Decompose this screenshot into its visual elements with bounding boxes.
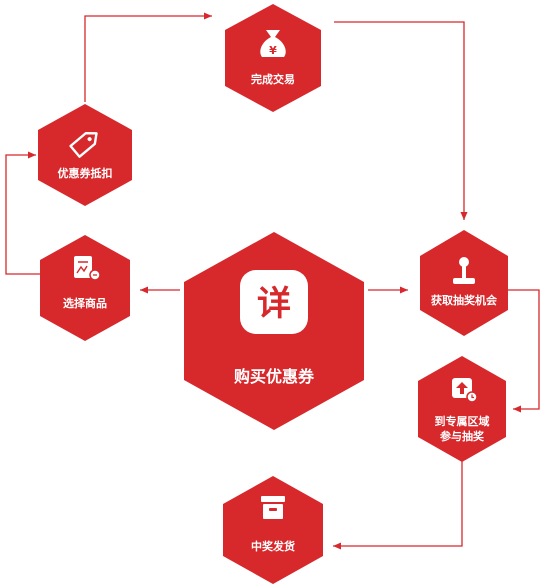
detail-badge-icon: 详	[240, 270, 308, 334]
node-label-line2: 参与抽奖	[440, 429, 485, 443]
node-get-lottery[interactable]: 获取抽奖机会	[420, 230, 508, 336]
arrow-coupon-to-trade	[84, 12, 212, 102]
node-zone-lottery[interactable]: 到专属区域 参与抽奖	[418, 356, 506, 462]
node-coupon-deduct[interactable]: 优惠券抵扣	[38, 104, 132, 206]
node-label: 优惠券抵扣	[58, 166, 113, 180]
box-icon	[261, 496, 285, 519]
hexagon	[38, 104, 132, 206]
node-label: 获取抽奖机会	[431, 293, 498, 307]
arrow-lottery-to-zone	[506, 289, 540, 413]
node-label: 中奖发货	[251, 539, 295, 553]
hexagon	[225, 4, 321, 112]
svg-text:¥: ¥	[269, 44, 277, 57]
center-label: 购买优惠券	[234, 367, 315, 386]
node-ship-prize[interactable]: 中奖发货	[223, 476, 323, 584]
hexagon	[418, 356, 506, 462]
connectors	[5, 12, 540, 550]
center-node[interactable]: 详 购买优惠券	[184, 232, 364, 430]
node-label: 完成交易	[251, 72, 295, 86]
product-doc-icon	[74, 256, 101, 281]
node-label: 选择商品	[63, 296, 107, 310]
arrow-zone-to-ship	[333, 448, 463, 550]
center-glyph: 详	[257, 284, 291, 324]
node-complete-trade[interactable]: ¥ 完成交易	[225, 4, 321, 112]
node-label-line1: 到专属区域	[435, 414, 490, 428]
arrow-trade-to-lottery	[334, 21, 468, 220]
hexagon	[40, 235, 130, 341]
arrow-select-to-coupon	[5, 151, 44, 275]
joystick-icon	[453, 257, 475, 284]
upload-box-icon	[452, 378, 478, 403]
hexagon	[223, 476, 323, 584]
coupon-tag-icon	[69, 131, 98, 158]
node-select-goods[interactable]: 选择商品	[40, 235, 130, 341]
money-bag-icon: ¥	[260, 30, 286, 57]
